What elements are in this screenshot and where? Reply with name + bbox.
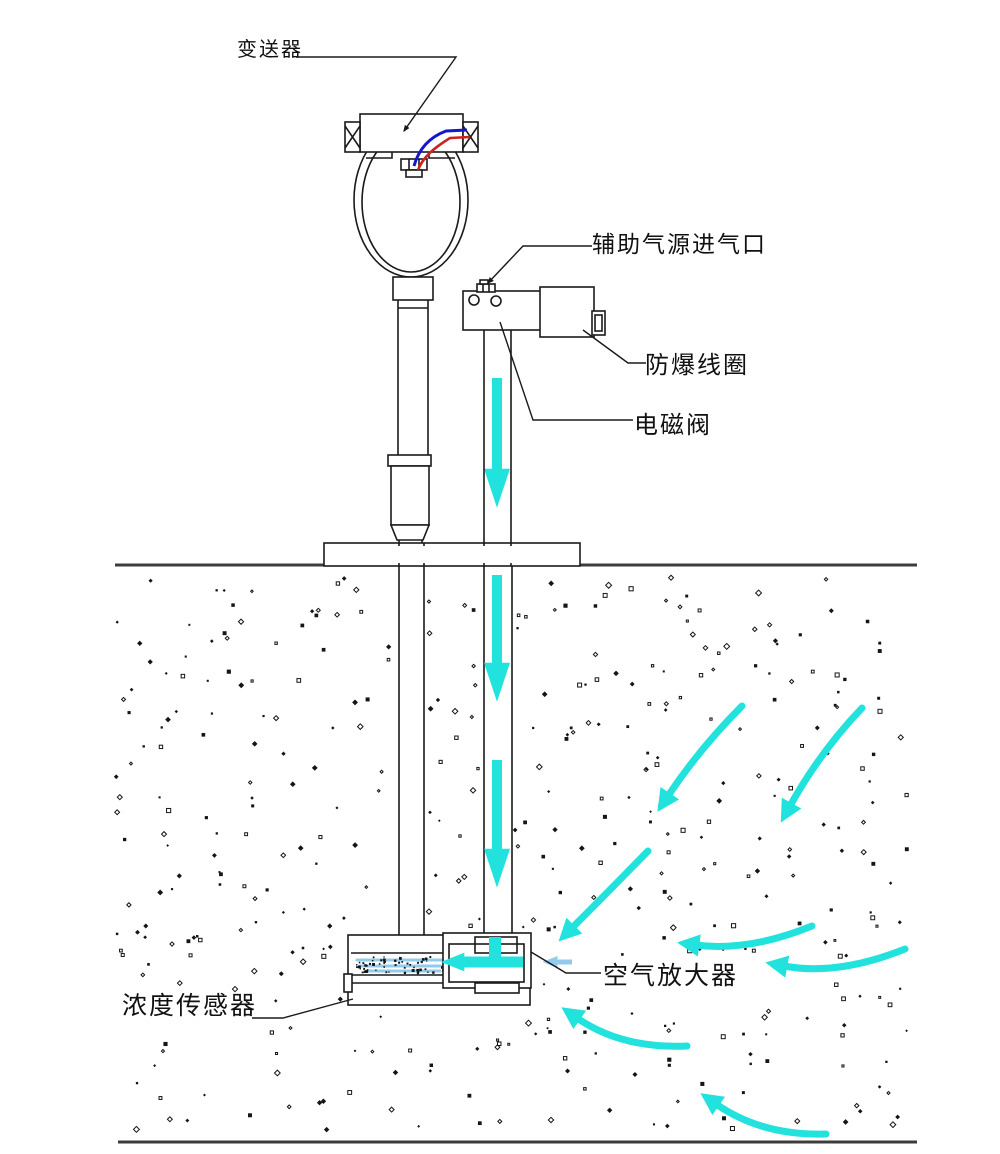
leader-aux-inlet xyxy=(487,245,592,285)
air-amplifier xyxy=(440,932,532,994)
transmitter-stem-pipe xyxy=(387,276,434,543)
leader-transmitter xyxy=(296,56,458,133)
solenoid-valve-label: 电磁阀 xyxy=(634,411,712,439)
sensor-probe-head xyxy=(343,932,572,1006)
airflow-arrows xyxy=(558,702,909,1138)
aux-air-inlet-label: 辅助气源进气口 xyxy=(592,232,767,258)
leader-sensor xyxy=(252,998,354,1019)
amplifier-inlet-flow xyxy=(489,937,501,961)
leader-amplifier xyxy=(530,951,601,974)
leader-coil xyxy=(582,329,646,364)
mounting-flange xyxy=(323,542,581,567)
transmitter-label: 变送器 xyxy=(237,37,303,61)
solenoid-valve-assembly xyxy=(462,279,606,543)
red-wire xyxy=(416,135,471,171)
leader-solenoid xyxy=(499,321,633,421)
sensor-pipes-underground xyxy=(398,566,513,935)
mounting-lug-left xyxy=(344,121,361,153)
blue-wire xyxy=(412,128,468,167)
explosion-proof-coil-label: 防爆线圈 xyxy=(645,351,749,379)
channel-dust-particles xyxy=(356,956,449,975)
air-amplifier-label: 空气放大器 xyxy=(603,961,739,990)
channel-inlet-notch xyxy=(343,973,353,993)
dust-particles xyxy=(113,574,909,1134)
leader-lines xyxy=(252,56,646,1019)
explosion-proof-coil-body xyxy=(539,286,595,338)
transmitter-head xyxy=(344,113,479,278)
aux-air-inlet-fitting xyxy=(476,279,496,293)
valve-body xyxy=(462,290,544,331)
concentration-sensor-label: 浓度传感器 xyxy=(122,991,258,1020)
